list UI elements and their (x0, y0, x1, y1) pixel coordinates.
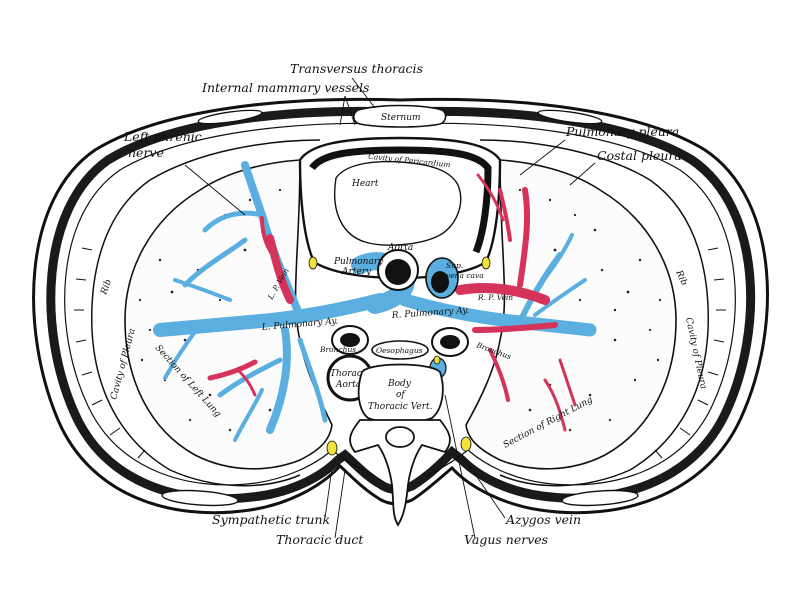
nerve-markers (308, 256, 491, 456)
sympathetic-trunk-label: Sympathetic trunk (212, 512, 330, 527)
aorta-label: Aorta (387, 243, 413, 253)
bronchus-left-label: Bronchus (319, 345, 356, 354)
rib-band-inner-line (399, 122, 736, 486)
body-label-2: of (396, 390, 406, 400)
thoracic-aorta-label-2: Aorta (335, 380, 361, 390)
thoracic-aorta-label-1: Thoracic (330, 369, 370, 379)
pulmonary-artery-label-1: Pulmonary (333, 257, 384, 267)
right-bronchus-lumen (440, 335, 460, 349)
leader-lines (184, 77, 596, 539)
pulmonary-artery-label-2: Artery (341, 267, 372, 277)
right-pleura-outer (479, 139, 709, 487)
spinal-canal (385, 426, 415, 448)
vagus-nerves-label: Vagus nerves (464, 532, 548, 547)
ascending-aorta-lumen (385, 259, 411, 285)
costal-pleura-label: Costal pleura (597, 148, 682, 163)
pulmonary-pleura-label: Pulmonary pleura (565, 124, 679, 139)
body-label-3: Thoracic Vert. (368, 402, 433, 412)
svc-label-1: Sup. (446, 261, 463, 270)
rib-band-inner-line-left (64, 122, 401, 486)
oesophagus-label: Oesophagus (376, 346, 423, 355)
costal-cartilage-left (161, 489, 239, 507)
left-bronchus-lumen (340, 333, 360, 347)
sternum (352, 104, 447, 128)
superior-vena-cava-lumen (431, 271, 449, 293)
internal-mammary-vessels-label: Internal mammary vessels (201, 80, 369, 95)
vertebral-arch (349, 419, 451, 527)
r-pulmonary-vein-label: R. P. Vein (477, 293, 513, 302)
azygos-vein-label: Azygos vein (505, 512, 581, 527)
left-phrenic-nerve-label-2: nerve (128, 145, 164, 160)
oesophagus (371, 340, 429, 360)
svc-label-2: vena cava (446, 271, 484, 280)
heart (334, 160, 462, 246)
sternum-label: Sternum (381, 113, 421, 123)
vertebral-body (357, 363, 444, 424)
costal-cartilage-top-right (537, 109, 603, 125)
costal-cartilage-right (561, 489, 639, 507)
pulmonary-veins-red (207, 173, 577, 432)
heart-label: Heart (351, 179, 379, 189)
left-pleura-outer (91, 139, 321, 487)
right-lung-section (465, 159, 677, 470)
transversus-thoracis-label: Transversus thoracis (290, 61, 423, 76)
costal-cartilage-top-left (197, 109, 263, 125)
intercostal-dashes-right (654, 247, 726, 459)
thoracic-duct-label: Thoracic duct (276, 532, 364, 547)
body-label-1: Body (387, 379, 412, 389)
left-phrenic-nerve-label-1: Left phrenic (123, 129, 202, 144)
pericardial-cavity-band (309, 146, 492, 254)
